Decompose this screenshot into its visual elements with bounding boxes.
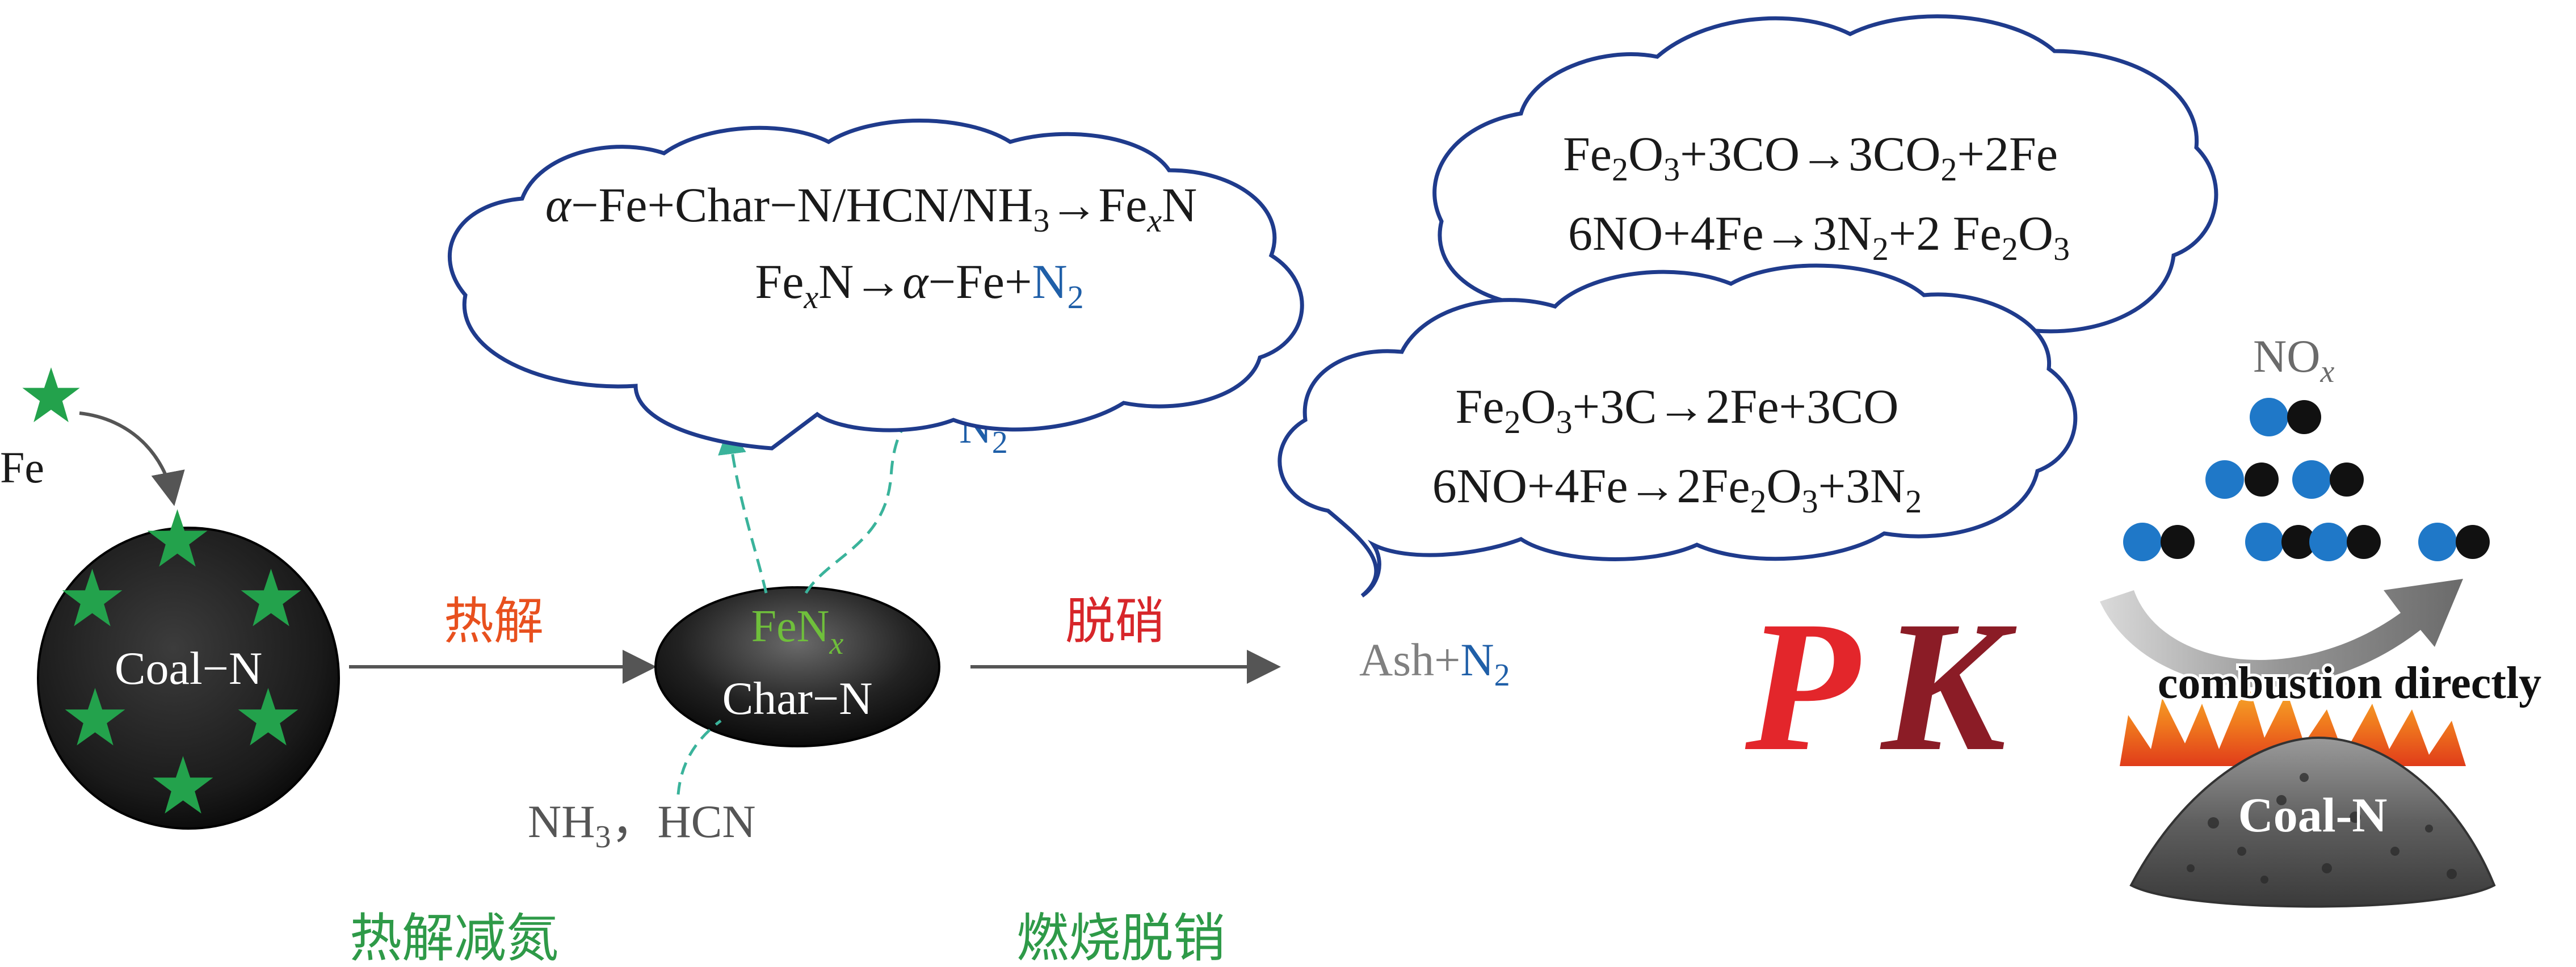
no-molecule xyxy=(2418,523,2490,561)
flame-icon xyxy=(2120,681,2466,766)
n2-release-arrow-left xyxy=(718,426,768,594)
coal-label: Coal−N xyxy=(115,642,262,694)
fe-star-icon xyxy=(22,367,80,422)
combustion-label: combustion directly xyxy=(2158,658,2541,708)
coal-particle: Coal−N xyxy=(37,509,340,830)
no-molecule xyxy=(2123,523,2195,561)
cloud-1-eq-2: FexN→α−Fe+N2 xyxy=(755,254,1083,316)
pk-letter-k: K xyxy=(1879,583,2019,790)
ash-label: Ash+N2 xyxy=(1359,634,1510,693)
pk-letter-p: P xyxy=(1742,583,1862,790)
cloud-3-eq-1: Fe2O3+3C→2Fe+3CO xyxy=(1456,379,1899,440)
denitration-label: 脱硝 xyxy=(1065,595,1165,650)
cloud-2-eq-1: Fe2O3+3CO→3CO2+2Fe xyxy=(1563,127,2058,188)
cloud-1: α−Fe+Char−N/HCN/NH3→FexN FexN→α−Fe+N2 xyxy=(448,119,1304,451)
no-molecule xyxy=(2292,460,2364,499)
no-molecules xyxy=(2123,398,2490,561)
no-molecule xyxy=(2245,523,2316,561)
no-molecule xyxy=(2309,523,2381,561)
n2-release-arrow-right xyxy=(804,393,948,594)
fe-label: Fe xyxy=(0,443,44,492)
char-n-label: Char−N xyxy=(722,672,873,724)
cloud-2-eq-2: 6NO+4Fe→3N2+2 Fe2O3 xyxy=(1568,206,2070,267)
no-molecule xyxy=(2250,398,2321,436)
no-molecule xyxy=(2205,460,2279,499)
coal-pile-label: Coal-N xyxy=(2238,788,2388,842)
cloud-3: Fe2O3+3C→2Fe+3CO 6NO+4Fe→2Fe2O3+3N2 xyxy=(1278,263,2078,598)
fe-to-coal-arrow xyxy=(79,411,185,506)
cloud-3-eq-2: 6NO+4Fe→2Fe2O3+3N2 xyxy=(1432,459,1922,520)
bottom-right-title: 燃烧脱销 xyxy=(1016,910,1225,967)
bottom-left-title: 热解减氮 xyxy=(350,910,558,967)
char-fenx-label: FeNx xyxy=(751,602,844,661)
char-particle: FeNx Char−N xyxy=(654,586,940,747)
volatile-label: NH3，HCN xyxy=(528,796,756,855)
emission-arc-arrow xyxy=(2100,579,2463,688)
nox-label: NOx xyxy=(2253,330,2334,389)
pk-versus-mark: P K xyxy=(1742,583,2019,790)
pyrolysis-label: 热解 xyxy=(444,595,544,650)
cloud-1-eq-1: α−Fe+Char−N/HCN/NH3→FexN xyxy=(545,178,1197,239)
coal-pile: Coal-N xyxy=(2129,736,2496,908)
volatile-dashed-line xyxy=(676,720,722,795)
